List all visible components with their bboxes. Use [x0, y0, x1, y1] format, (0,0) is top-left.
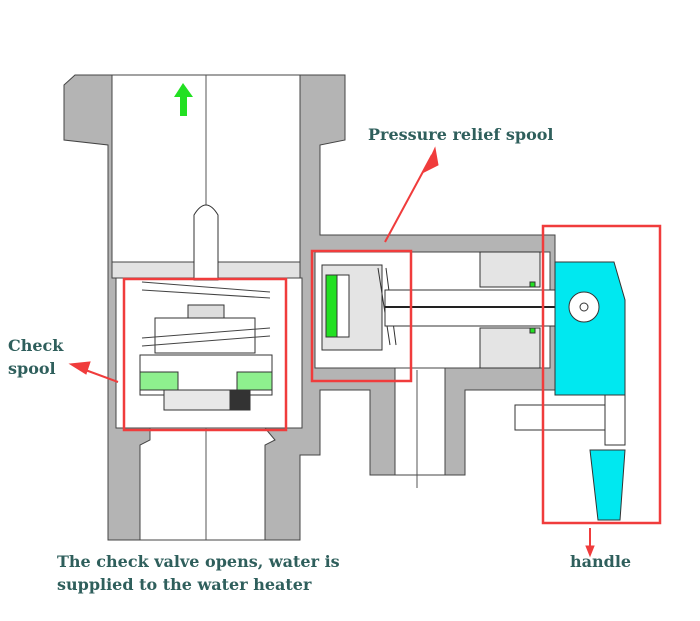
- caption-line-2: supplied to the water heater: [57, 575, 312, 594]
- handle-lever: [554, 261, 626, 521]
- relief-spool: [321, 251, 606, 431]
- check-spool: [139, 204, 273, 411]
- check-spool-label-2: spool: [8, 359, 56, 378]
- check-spool-box: [122, 277, 288, 432]
- relief-seal: [325, 274, 338, 338]
- handle-label: handle: [570, 552, 632, 571]
- flow-up-arrow-icon: [174, 83, 193, 116]
- relief-spool-box: [310, 249, 413, 383]
- relief-pointer-icon: [384, 154, 433, 243]
- pressure-relief-label: Pressure relief spool: [368, 125, 554, 144]
- caption-line-1: The check valve opens, water is: [57, 552, 340, 571]
- handle-box: [541, 224, 662, 525]
- check-spool-label-1: Check: [8, 336, 64, 355]
- check-seal-right: [236, 371, 273, 391]
- pointer-arrows: [68, 146, 595, 558]
- highlight-boxes: [122, 224, 662, 525]
- check-seal-left: [139, 371, 179, 391]
